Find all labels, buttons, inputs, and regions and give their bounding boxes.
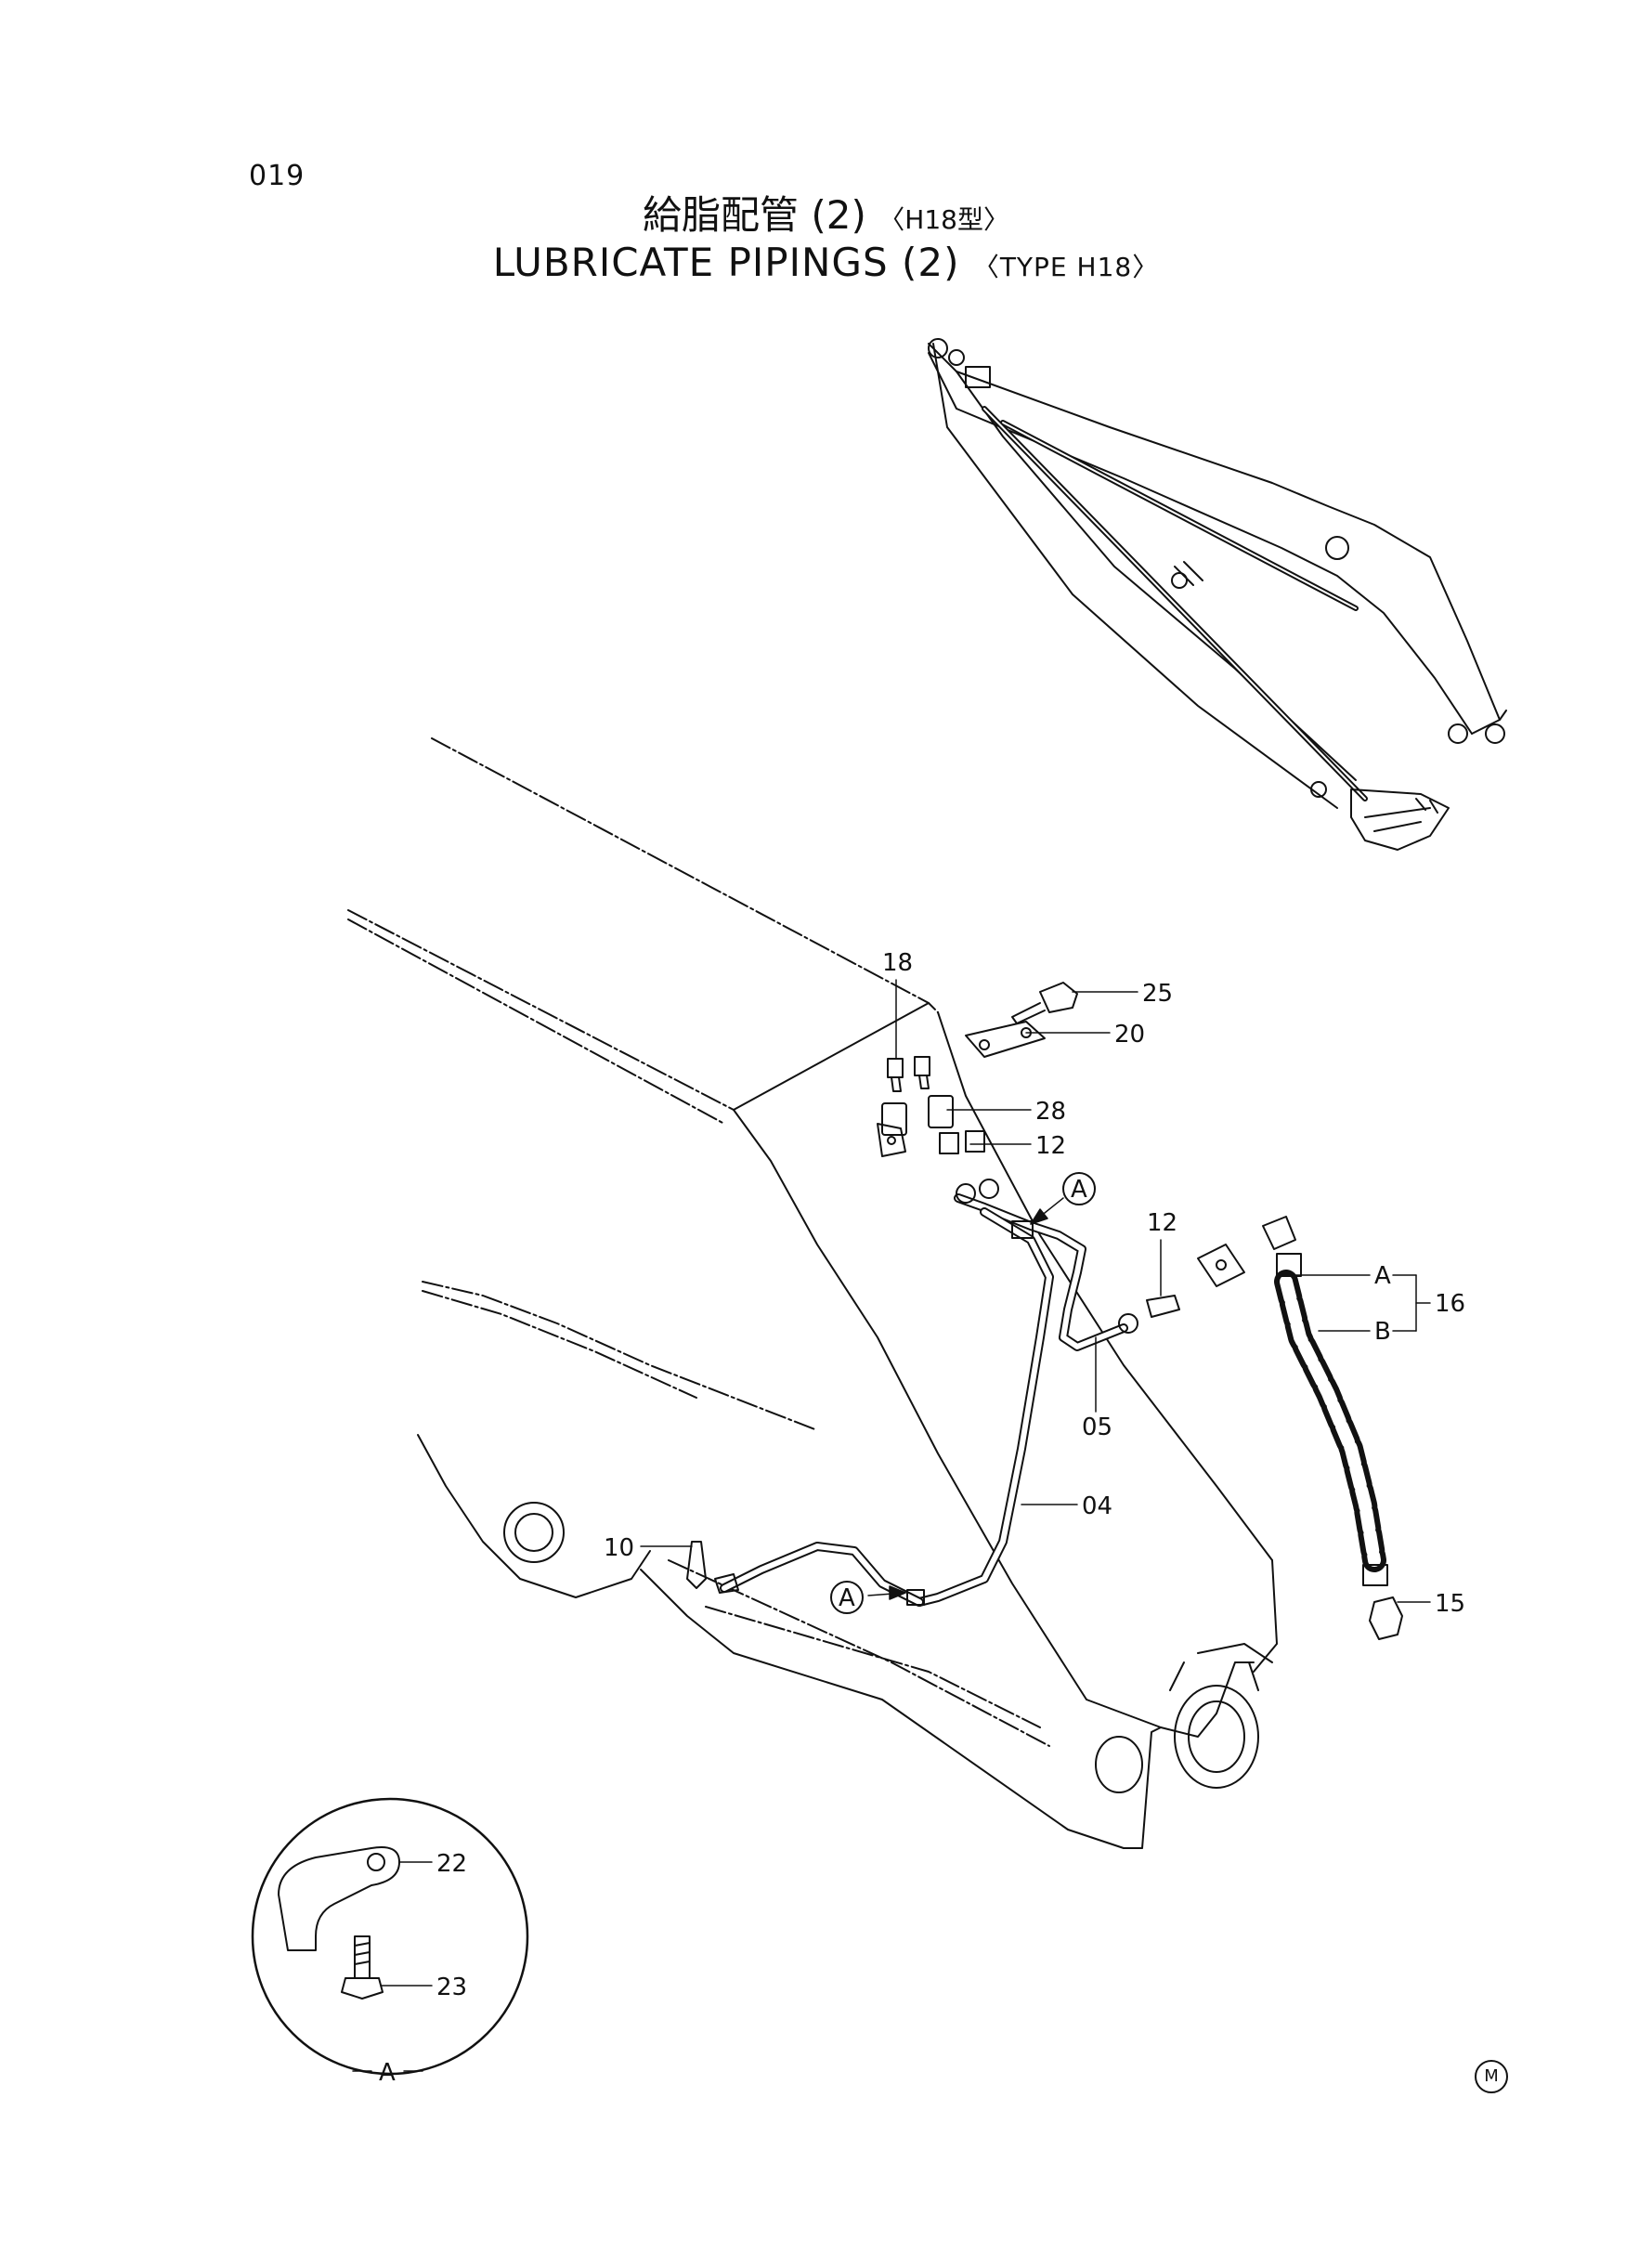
callout-25: 25 <box>1142 980 1173 1008</box>
detail-view-a <box>251 1797 529 2076</box>
callout-12-right: 12 <box>1147 1209 1177 1237</box>
callout-10: 10 <box>604 1534 634 1562</box>
callout-05: 05 <box>1082 1414 1112 1441</box>
title-en-type: 〈TYPE H18〉 <box>972 252 1160 282</box>
callout-15: 15 <box>1435 1590 1465 1618</box>
callout-labels: 18 25 20 28 12 12 16 05 04 10 15 22 23 A… <box>379 949 1465 2087</box>
hose-end-a-label: A <box>1374 1262 1391 1290</box>
excavator-overview-drawing <box>928 338 1507 851</box>
view-a-label-lower: A <box>839 1584 855 1612</box>
hose-end-b-label: B <box>1374 1318 1391 1346</box>
title-en-main: LUBRICATE PIPINGS (2) <box>492 240 960 285</box>
callout-20: 20 <box>1114 1021 1145 1049</box>
page-number: 019 <box>249 160 306 192</box>
title-jp-type: 〈H18型〉 <box>878 204 1009 235</box>
view-a-marker-upper <box>1062 1172 1096 1205</box>
callout-16: 16 <box>1435 1290 1465 1318</box>
callout-18: 18 <box>882 949 913 977</box>
callout-04: 04 <box>1082 1492 1112 1520</box>
callout-28: 28 <box>1035 1098 1066 1126</box>
corner-mark-badge: M <box>1475 2060 1508 2093</box>
callout-22: 22 <box>436 1850 467 1878</box>
view-a-marker-lower <box>830 1581 864 1614</box>
boom-structure-drawing <box>347 737 1278 1849</box>
grease-hose-drawing <box>1262 1216 1403 1640</box>
detail-a-label: A <box>379 2059 396 2087</box>
callout-23: 23 <box>436 1974 467 2001</box>
leader-lines <box>352 979 1431 2072</box>
title-jp-main: 給脂配管 (2) <box>643 192 866 238</box>
lubrication-pipes-drawing <box>686 1179 1138 1607</box>
title-english: LUBRICATE PIPINGS (2) 〈TYPE H18〉 <box>0 240 1652 285</box>
view-a-label-upper: A <box>1071 1176 1087 1204</box>
title-japanese: 給脂配管 (2) 〈H18型〉 <box>0 184 1652 241</box>
callout-12-upper: 12 <box>1035 1132 1066 1160</box>
